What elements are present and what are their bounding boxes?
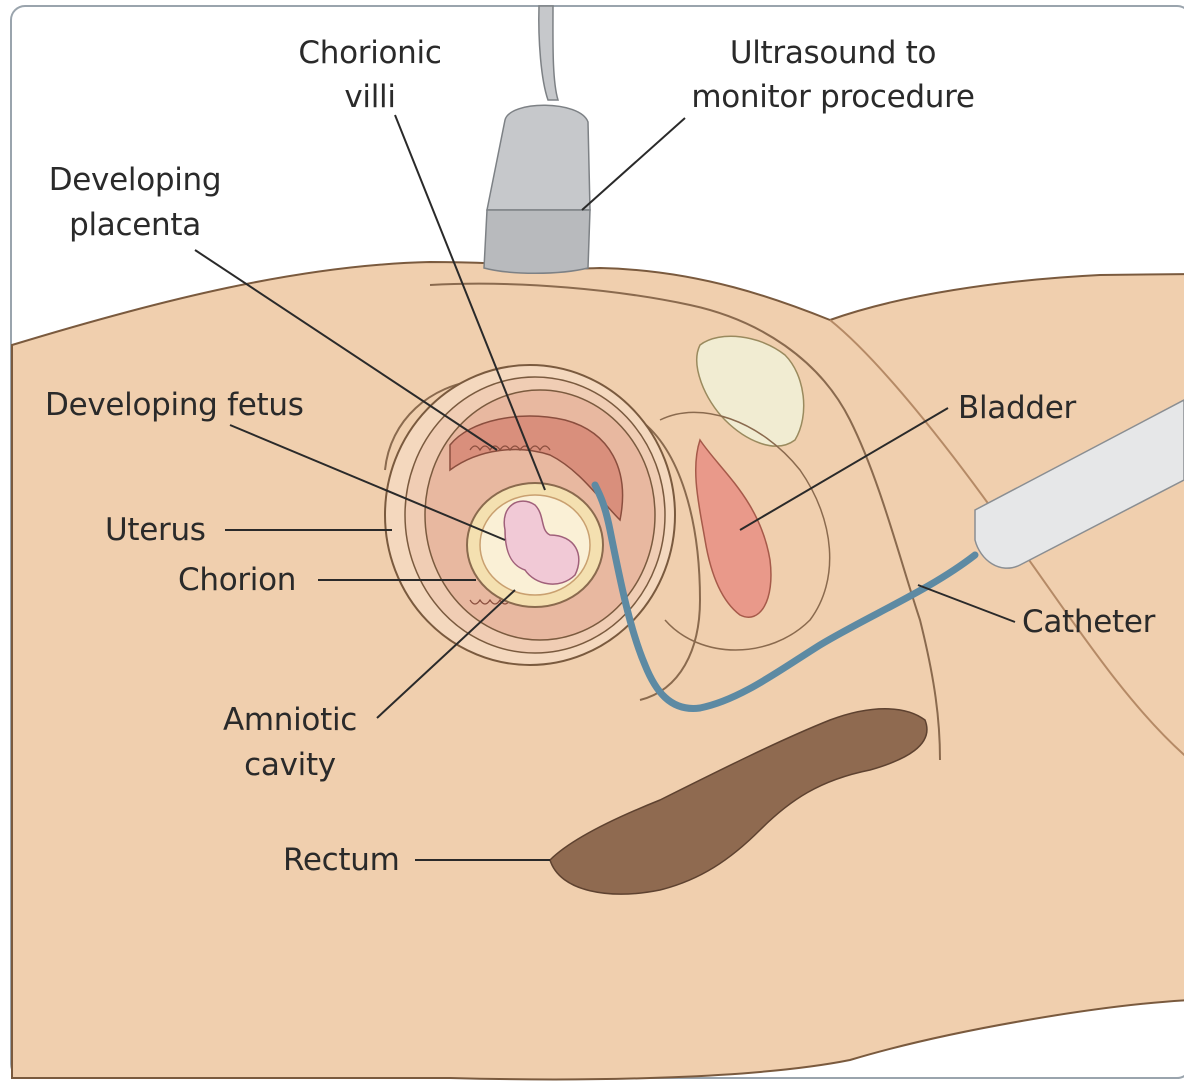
label-ultrasound-line1: Ultrasound to [730,35,936,71]
label-ultrasound-line2: monitor procedure [691,79,974,115]
label-rectum: Rectum [283,842,399,878]
label-chorion: Chorion [178,562,296,598]
label-developing-placenta-line2: placenta [69,207,201,243]
label-bladder: Bladder [958,390,1077,426]
label-amniotic-cavity-line2: cavity [244,747,336,783]
label-chorionic-villi-line1: Chorionic [298,35,441,71]
label-uterus: Uterus [105,512,206,548]
label-amniotic-cavity-line1: Amniotic [223,702,357,738]
label-developing-placenta-line1: Developing [49,162,222,198]
label-catheter: Catheter [1022,604,1156,640]
label-developing-fetus: Developing fetus [45,387,304,423]
label-chorionic-villi-line2: villi [344,79,395,115]
